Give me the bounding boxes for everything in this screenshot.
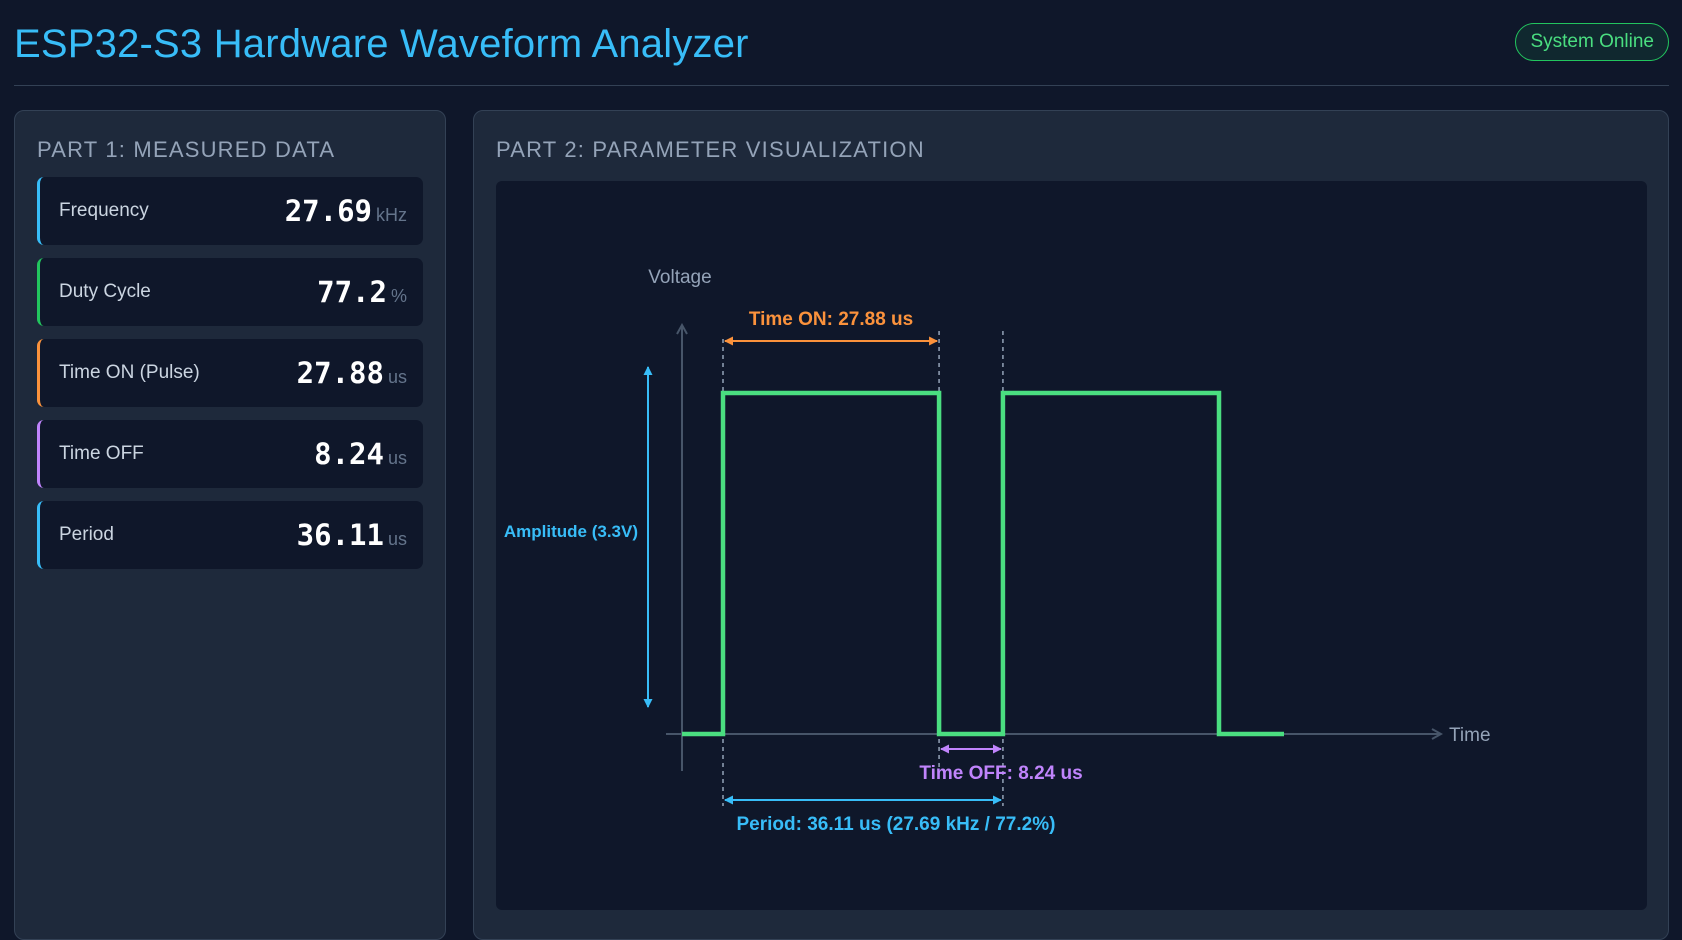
waveform-area: Voltage Time Amplitude (3.3V) Time ON: 2… bbox=[496, 181, 1647, 910]
y-axis-label: Voltage bbox=[648, 267, 711, 288]
period-label: Period: 36.11 us (27.69 kHz / 77.2%) bbox=[736, 814, 1055, 835]
metric-unit: us bbox=[387, 448, 407, 468]
time-off-label: Time OFF: 8.24 us bbox=[919, 763, 1082, 784]
app-header: ESP32-S3 Hardware Waveform Analyzer Syst… bbox=[14, 0, 1669, 86]
visualization-title: PART 2: PARAMETER VISUALIZATION bbox=[496, 137, 925, 162]
metric-label: Time ON (Pulse) bbox=[59, 362, 200, 383]
metric-card-duty-cycle: Duty Cycle 77.2% bbox=[37, 258, 423, 326]
metric-label: Period bbox=[59, 524, 114, 545]
measured-data-title: PART 1: MEASURED DATA bbox=[37, 137, 336, 162]
metric-unit: kHz bbox=[376, 205, 407, 225]
metric-label: Duty Cycle bbox=[59, 281, 151, 302]
status-badge: System Online bbox=[1515, 23, 1669, 61]
metric-label: Time OFF bbox=[59, 443, 144, 464]
metric-unit: % bbox=[390, 286, 407, 306]
x-axis-label: Time bbox=[1449, 725, 1491, 746]
visualization-panel: PART 2: PARAMETER VISUALIZATION Voltage bbox=[473, 110, 1669, 940]
metric-unit: us bbox=[387, 529, 407, 549]
app-title: ESP32-S3 Hardware Waveform Analyzer bbox=[14, 22, 749, 66]
metric-value: 27.88 bbox=[296, 356, 384, 390]
metric-value: 77.2 bbox=[317, 275, 387, 309]
signal-trace bbox=[682, 390, 1284, 737]
metric-label: Frequency bbox=[59, 200, 149, 221]
metric-value: 27.69 bbox=[284, 194, 372, 228]
waveform-diagram: Voltage Time Amplitude (3.3V) Time ON: 2… bbox=[504, 267, 1491, 835]
metric-unit: us bbox=[387, 367, 407, 387]
metric-value: 36.11 bbox=[296, 518, 384, 552]
time-on-label: Time ON: 27.88 us bbox=[749, 309, 913, 330]
metric-value: 8.24 bbox=[314, 437, 384, 471]
amplitude-label: Amplitude (3.3V) bbox=[504, 522, 638, 541]
